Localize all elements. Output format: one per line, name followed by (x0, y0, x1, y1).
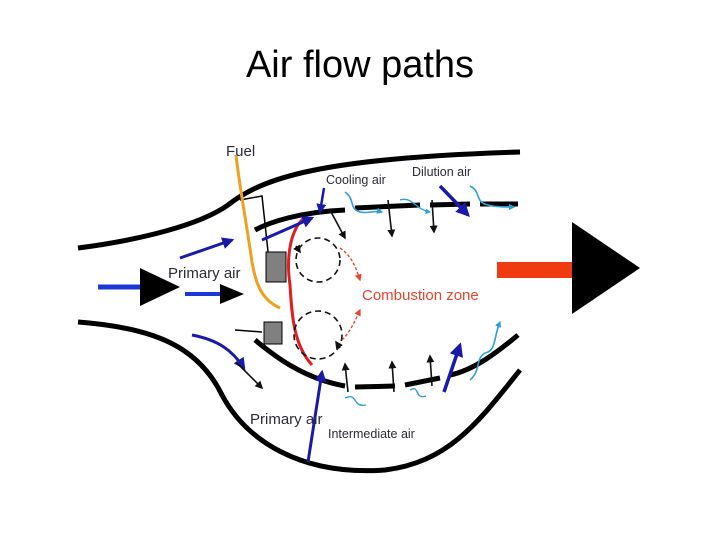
label-primary-air-top: Primary air (168, 265, 241, 282)
combustion-flow-arrow-top (339, 247, 362, 282)
liner-lower-segment (449, 333, 520, 378)
primary-air-arrow-dark (235, 361, 264, 390)
liner-jet-arrow (429, 199, 438, 234)
cooling-air-arrow (316, 187, 327, 214)
inlet-arrow-head (140, 268, 180, 306)
recirculation-vortex-upper (295, 237, 341, 283)
label-combustion-zone: Combustion zone (362, 287, 479, 304)
cooling-air-wiggle (469, 185, 516, 211)
label-dilution-air: Dilution air (412, 165, 471, 179)
vortex-arrow (335, 340, 343, 350)
exhaust-arrow-head (572, 222, 640, 314)
dilution-air-wiggle-lower (469, 320, 501, 381)
outer-casing-top (77, 149, 521, 251)
liner-upper-wall (253, 207, 346, 233)
label-cooling-air: Cooling air (326, 173, 386, 187)
liner-jet-arrow (426, 354, 435, 387)
label-primary-air-bottom: Primary air (250, 411, 323, 428)
intermediate-air-arrow (306, 369, 327, 463)
liner-upper-segment (429, 201, 471, 208)
liner-lower-segment (404, 375, 441, 388)
dilution-air-arrow (438, 184, 470, 218)
vortex-arrow (293, 244, 301, 254)
fuel-line (234, 154, 281, 310)
primary-air-arrow (179, 237, 235, 260)
injector-block-bottom (263, 321, 283, 345)
cooling-air-wiggle (399, 198, 432, 215)
label-intermediate-air: Intermediate air (328, 427, 415, 441)
liner-jet-arrow (341, 362, 350, 393)
outer-casing-bottom (77, 319, 522, 474)
slide-title: Air flow paths (245, 44, 475, 86)
primary-air-arrow (261, 216, 315, 242)
flame-holder (287, 216, 314, 367)
primary-air-inflow-head (220, 284, 244, 304)
inner-thin-bottom (234, 329, 263, 333)
intermediate-air-wiggle (344, 396, 367, 407)
liner-upper-segment (354, 202, 421, 211)
injector-block-top (265, 251, 287, 283)
combustion-flow-arrow-bottom (341, 308, 361, 341)
inner-thin-top (239, 195, 271, 271)
label-fuel: Fuel (226, 143, 255, 160)
hot-exhaust-bar (497, 262, 575, 278)
recirculation-vortex-lower (293, 310, 343, 360)
liner-lower-segment (354, 383, 396, 390)
primary-air-arrow (191, 333, 246, 370)
liner-jet-arrow (387, 199, 396, 238)
liner-lower-wall (253, 338, 346, 389)
intermediate-air-wiggle (409, 388, 427, 398)
cooling-air-wiggle (344, 191, 384, 214)
liner-jet-arrow (388, 360, 397, 393)
liner-jet-arrow (329, 209, 346, 240)
intermediate-air-arrow (442, 342, 464, 393)
